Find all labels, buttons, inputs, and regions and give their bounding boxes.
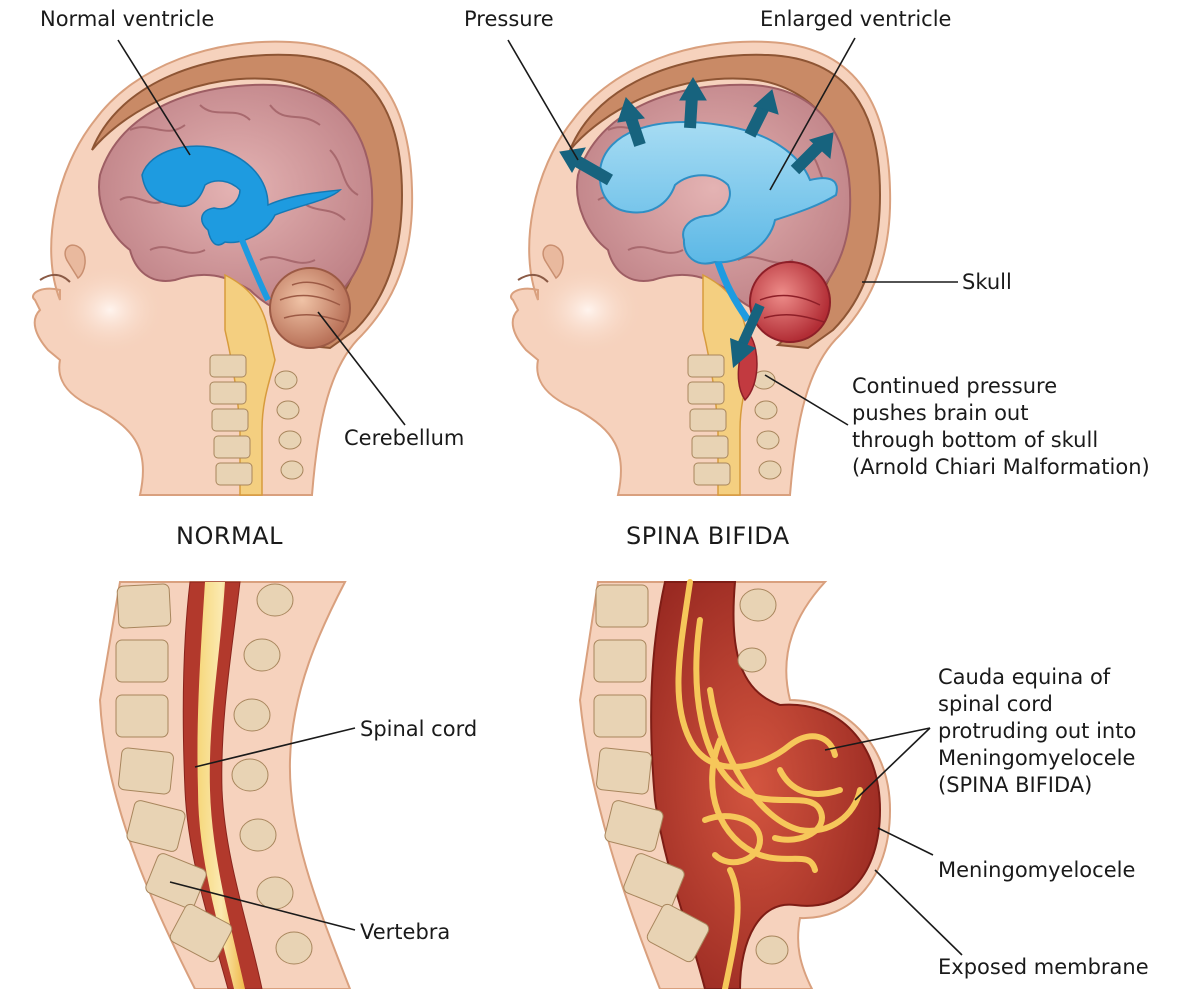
- heading-normal: NORMAL: [176, 522, 283, 550]
- label-meningomyelocele: Meningomyelocele: [938, 857, 1135, 884]
- normal-spine-diagram: [100, 582, 350, 989]
- label-cerebellum: Cerebellum: [344, 425, 464, 452]
- chiari-line-1: Continued pressure: [852, 373, 1150, 400]
- normal-cerebellum: [270, 268, 350, 348]
- normal-cheek: [55, 265, 165, 355]
- cauda-line-4: Meningomyelocele: [938, 745, 1136, 772]
- heading-spina-bifida: SPINA BIFIDA: [626, 522, 790, 550]
- label-skull: Skull: [962, 269, 1012, 296]
- label-vertebra: Vertebra: [360, 919, 450, 946]
- chiari-line-2: pushes brain out: [852, 400, 1150, 427]
- leader-pressure: [508, 40, 578, 160]
- spina-bifida-spine-diagram: [580, 582, 890, 989]
- label-cauda-equina: Cauda equina of spinal cord protruding o…: [938, 664, 1136, 799]
- label-enlarged-ventricle: Enlarged ventricle: [760, 6, 951, 33]
- sb-cerebellum-herniated: [750, 262, 830, 342]
- cauda-line-3: protruding out into: [938, 718, 1136, 745]
- cauda-line-2: spinal cord: [938, 691, 1136, 718]
- label-normal-ventricle: Normal ventricle: [40, 6, 214, 33]
- cauda-line-1: Cauda equina of: [938, 664, 1136, 691]
- spina-bifida-head-diagram: [511, 42, 890, 495]
- label-chiari-malformation: Continued pressure pushes brain out thro…: [852, 373, 1150, 481]
- label-spinal-cord: Spinal cord: [360, 716, 477, 743]
- cauda-line-5: (SPINA BIFIDA): [938, 772, 1136, 799]
- chiari-line-3: through bottom of skull: [852, 427, 1150, 454]
- label-pressure: Pressure: [464, 6, 554, 33]
- chiari-line-4: (Arnold Chiari Malformation): [852, 454, 1150, 481]
- label-exposed-membrane: Exposed membrane: [938, 954, 1149, 981]
